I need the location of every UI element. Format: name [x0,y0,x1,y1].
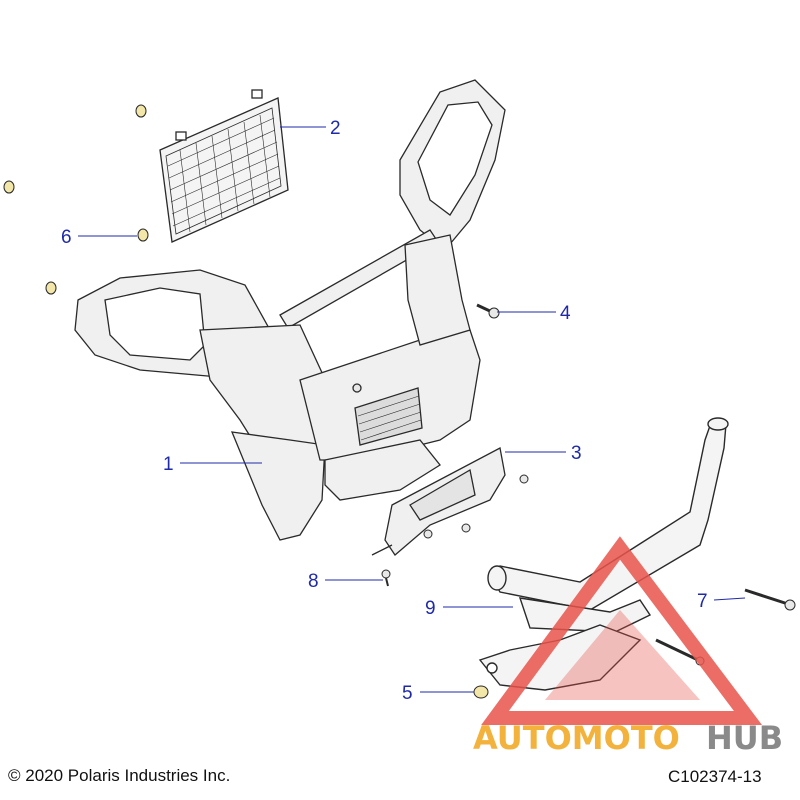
part-grille-screen [159,89,289,243]
watermark-brand-part2: HUB [706,719,783,757]
copyright-notice: © 2020 Polaris Industries Inc. [8,766,230,785]
callout-4: 4 [560,303,571,324]
callout-8: 8 [308,571,319,592]
callout-7: 7 [697,591,708,612]
leader-lines [78,126,746,693]
watermark-brand-part1: AUTOMOTO [473,719,680,757]
callout-numbers: 1 2 3 4 5 6 7 8 9 [61,118,708,704]
diagram-code: C102374-13 [668,767,762,786]
callout-5: 5 [402,683,413,704]
callout-6: 6 [61,227,72,248]
callout-1: 1 [163,454,174,475]
watermark-triangle-icon [481,536,763,725]
part-lower-panel [371,447,506,556]
watermark-logo: AUTOMOTO HUB [473,536,783,757]
callout-9: 9 [425,598,436,619]
part-nuts [3,104,149,295]
part-front-fascia [74,79,506,541]
callout-2: 2 [330,118,341,139]
callout-3: 3 [571,443,582,464]
